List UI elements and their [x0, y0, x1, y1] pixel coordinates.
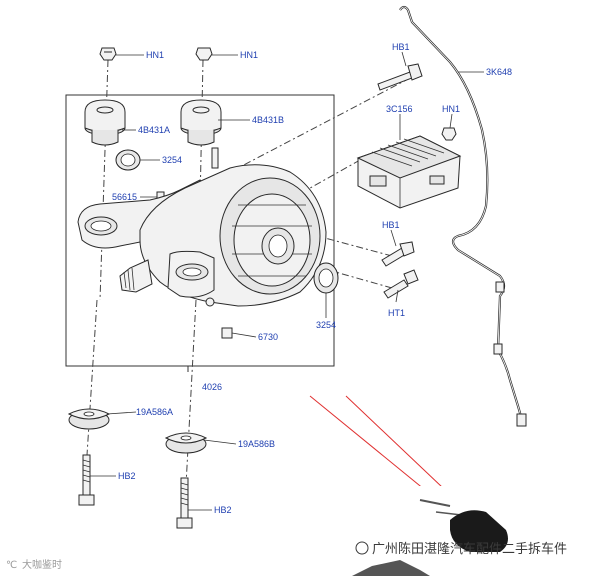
label-module: 3C156: [386, 104, 413, 114]
stud-ht1: [383, 269, 419, 299]
logo-watermark-text: 大咖鉴时: [22, 558, 62, 571]
mount-bush-left: [84, 99, 126, 146]
washer-right: [164, 432, 208, 454]
label-hb1-mid: HB1: [382, 220, 400, 230]
label-hn1-left: HN1: [146, 50, 164, 60]
seal-top: [115, 149, 141, 171]
differential-housing: [77, 147, 327, 339]
hn1-nut-left: [99, 47, 117, 61]
wiring-harness: [399, 5, 527, 427]
logo-watermark: ℃ 大咖鉴时: [6, 558, 62, 571]
control-module: [356, 135, 462, 209]
washer-left: [67, 408, 111, 430]
svg-text:℃: ℃: [6, 560, 17, 571]
wechat-icon: [355, 541, 369, 555]
hn1-nut-right: [195, 47, 213, 61]
centerline-hb1: [237, 77, 411, 169]
watermark-text: 广州陈田湛隆汽车配件二手拆车件: [372, 541, 567, 557]
bolt-hb2-left: [78, 454, 95, 506]
label-hb2-left: HB2: [118, 471, 136, 481]
seal-right: [313, 262, 339, 294]
centerline-left: [99, 59, 109, 301]
label-hn1-module: HN1: [442, 104, 460, 114]
label-seal-top: 3254: [162, 155, 182, 165]
label-washer-left: 19A586A: [136, 407, 173, 417]
assembly-frame: [65, 94, 335, 367]
hn1-nut-module: [441, 127, 457, 141]
label-drain-plug: 6730: [258, 332, 278, 342]
bolt-hb1-mid: [381, 241, 415, 267]
label-hb1-top: HB1: [392, 42, 410, 52]
label-washer-right: 19A586B: [238, 439, 275, 449]
label-mount-left: 4B431A: [138, 125, 170, 135]
wechat-watermark: 广州陈田湛隆汽车配件二手拆车件: [355, 541, 567, 557]
label-mount-right: 4B431B: [252, 115, 284, 125]
label-harness: 3K648: [486, 67, 512, 77]
drain-plug: [221, 327, 233, 339]
mount-bush-right: [180, 99, 222, 146]
centerline-right-lower: [185, 299, 197, 486]
label-breather: 56615: [112, 192, 137, 202]
label-hn1-right: HN1: [240, 50, 258, 60]
centerline-left-lower: [86, 299, 98, 456]
bolt-hb1-top: [377, 63, 423, 91]
photo-inset: [352, 486, 598, 576]
label-assembly: 4026: [202, 382, 222, 392]
label-seal-right: 3254: [316, 320, 336, 330]
label-ht1: HT1: [388, 308, 405, 318]
label-hb2-right: HB2: [214, 505, 232, 515]
bolt-hb2-right: [176, 477, 193, 529]
